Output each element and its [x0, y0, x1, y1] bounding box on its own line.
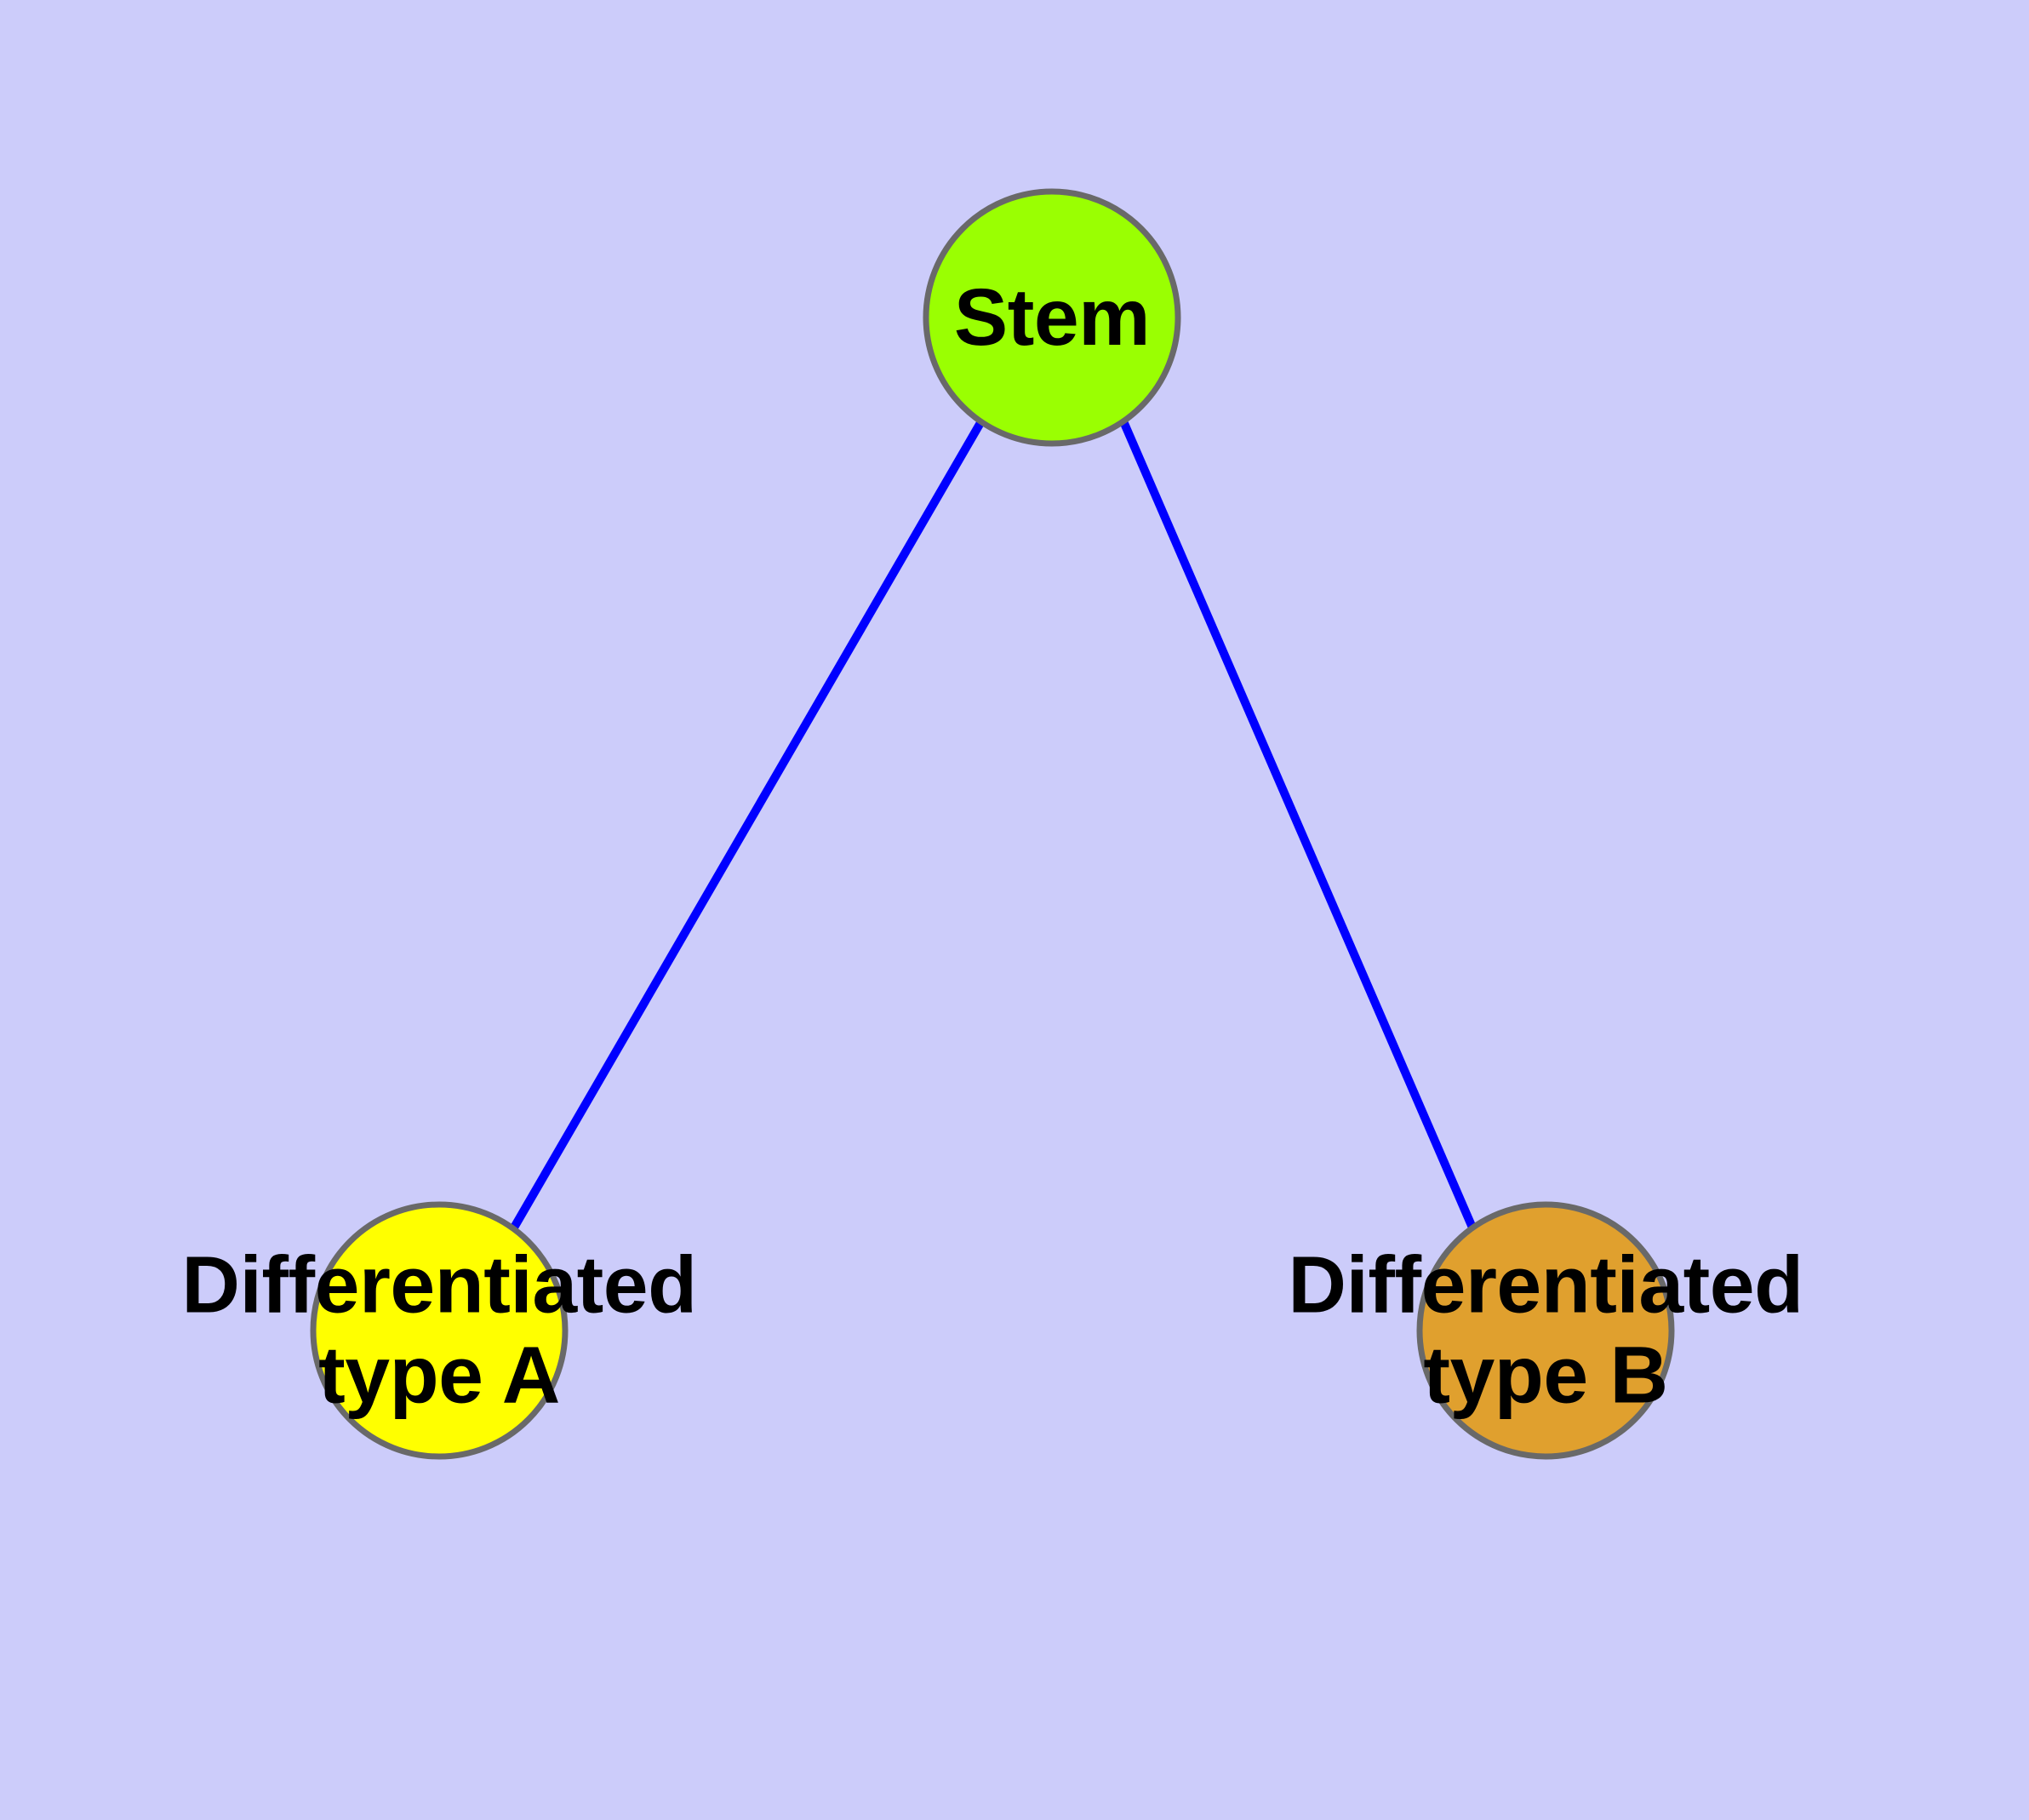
edge-layer: [510, 419, 1477, 1230]
node-layer: [310, 188, 1675, 1460]
edge-stem-to-diff_a[interactable]: [510, 419, 986, 1230]
node-stem[interactable]: [923, 188, 1181, 447]
edge-stem-to-diff_b[interactable]: [1119, 420, 1477, 1229]
node-diff_a[interactable]: [310, 1201, 569, 1460]
node-diff_b[interactable]: [1416, 1201, 1675, 1460]
